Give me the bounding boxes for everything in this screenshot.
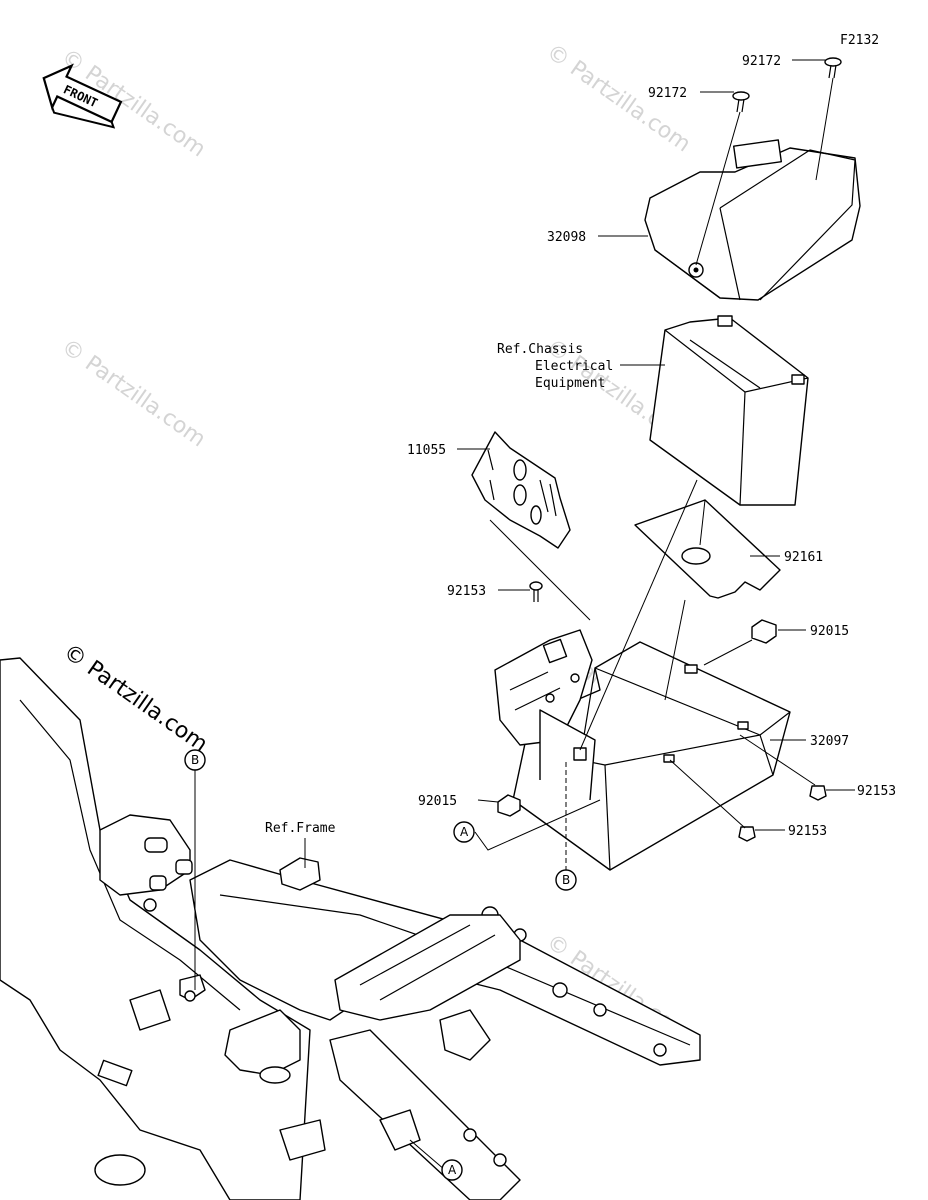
marker-a1: A (453, 821, 475, 843)
battery (649, 315, 809, 506)
marker-a2: A (441, 1159, 463, 1181)
bolt-92153-b (809, 785, 827, 801)
ref-frame: Ref.Frame (265, 821, 336, 836)
bolt-92153-c (738, 826, 756, 842)
bolt-92153-a (529, 581, 543, 602)
part-label-11055: 11055 (407, 443, 446, 458)
part-label-32097: 32097 (810, 734, 849, 749)
watermark-3: © Partzilla.com (57, 334, 210, 452)
ref-chassis-line1: Ref.Chassis (497, 342, 583, 357)
svg-text:A: A (460, 825, 469, 839)
marker-b2: B (555, 869, 577, 891)
part-label-92015-a: 92015 (810, 624, 849, 639)
screw-92172-a (732, 91, 750, 113)
reference-labels: Ref.Chassis Electrical Equipment Ref.Fra… (265, 342, 613, 836)
svg-text:A: A (448, 1163, 457, 1177)
screw-92172-b (824, 57, 842, 79)
battery-mat-92161 (634, 499, 781, 599)
part-labels: 92172 92172 32098 11055 92161 92153 9201… (407, 54, 896, 839)
part-label-92172-a: 92172 (648, 86, 687, 101)
frame (0, 657, 701, 1200)
battery-cover-32098 (644, 139, 861, 301)
bracket-11055 (471, 431, 571, 549)
ref-chassis-line3: Equipment (535, 376, 605, 391)
part-label-92015-b: 92015 (418, 794, 457, 809)
case-nut (573, 747, 587, 761)
watermarks: © Partzilla.com © Partzilla.com © Partzi… (57, 39, 695, 1047)
part-label-92153-b: 92153 (857, 784, 896, 799)
diagram-id: F2132 (840, 33, 879, 48)
part-label-92153-a: 92153 (447, 584, 486, 599)
marker-b1: B (184, 749, 206, 771)
part-label-32098: 32098 (547, 230, 586, 245)
ref-chassis-line2: Electrical (535, 359, 613, 374)
nut-92015-a (751, 619, 777, 644)
part-label-92153-c: 92153 (788, 824, 827, 839)
nut-92015-b (497, 794, 521, 817)
battery-case-32097 (494, 629, 791, 871)
leader-lines (194, 59, 855, 1171)
svg-text:B: B (191, 753, 199, 767)
svg-text:B: B (562, 873, 570, 887)
part-label-92161: 92161 (784, 550, 823, 565)
part-label-92172-b: 92172 (742, 54, 781, 69)
